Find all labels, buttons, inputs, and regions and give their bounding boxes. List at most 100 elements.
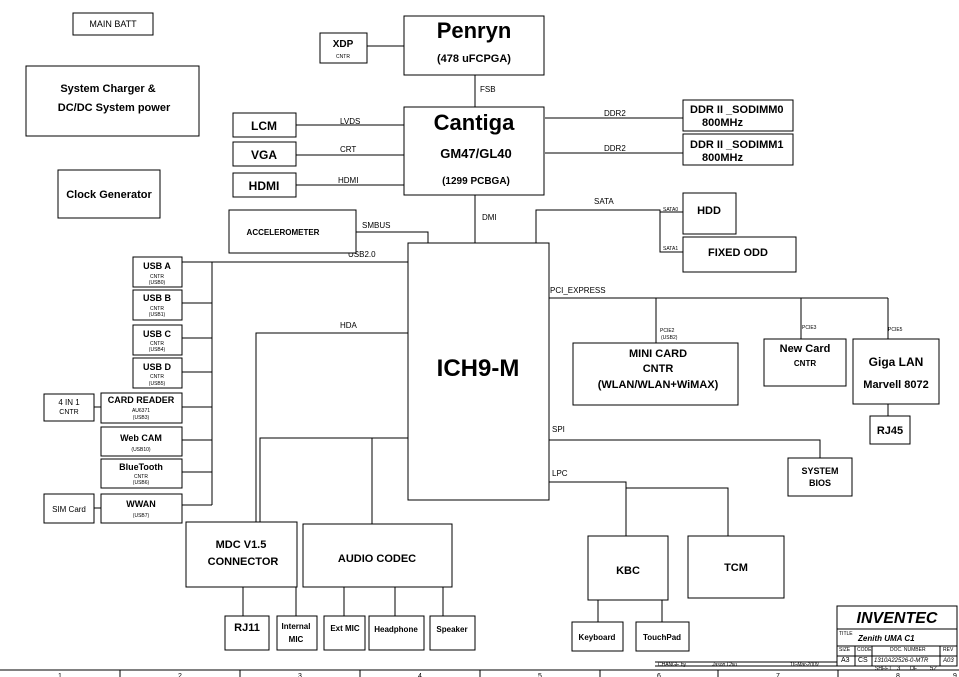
cpu-block: XDP CNTR Penryn (478 uFCPGA) [319, 15, 545, 76]
rj45-label: RJ45 [877, 425, 903, 437]
main-batt-label: MAIN BATT [89, 19, 137, 29]
diagram-label: CNTR [134, 474, 148, 480]
ich9m-box [407, 242, 550, 501]
system-bios-label-2: BIOS [809, 478, 831, 488]
sata0-label: SATA0 [663, 207, 678, 213]
clock-generator-box [57, 169, 161, 219]
ddr-sodimm1-label: DDR II _SODIMM1 [690, 139, 784, 151]
border-number: 1 [58, 673, 62, 677]
pcie3-label: PCIE3 [802, 325, 817, 331]
system-charger-label-1: System Charger & [60, 83, 155, 95]
dmi-label: DMI [482, 213, 497, 222]
rj11-box [224, 615, 270, 651]
keyboard-label: Keyboard [579, 633, 616, 642]
ext-mic-box [323, 615, 366, 651]
tcm-box [687, 535, 785, 599]
diagram-label: (USB10) [131, 447, 151, 453]
title-field-label: TITLE [839, 631, 853, 637]
usb-a-label: USB A [143, 261, 171, 271]
mdc-connector-box [185, 521, 298, 588]
4in1-label: 4 IN 1 [58, 398, 80, 407]
sim-card-label: SIM Card [52, 505, 86, 514]
4in1-cntr-label: CNTR [59, 409, 78, 416]
audio-codec-box [302, 523, 453, 588]
border-number: 5 [538, 673, 542, 677]
connection-lines [94, 45, 889, 622]
pci-express-label: PCI_EXPRESS [550, 286, 606, 295]
penryn-box [403, 15, 545, 76]
border-number: 6 [657, 673, 661, 677]
mdc-connector-label: CONNECTOR [208, 556, 279, 568]
xdp-box [319, 32, 368, 64]
vga-label: VGA [251, 148, 277, 162]
pcie2-sub-label: (USB2) [661, 335, 678, 341]
giga-lan-chip-label: Marvell 8072 [863, 379, 928, 391]
wwan-label: WWAN [126, 499, 156, 509]
system-bios-label-1: SYSTEM [801, 466, 838, 476]
tcm-label: TCM [724, 562, 748, 574]
ddr-sodimm0-box [682, 99, 794, 132]
kbc-label: KBC [616, 565, 640, 577]
headphone-label: Headphone [374, 625, 418, 634]
diagram-label: CNTR [150, 306, 164, 312]
system-charger-box [25, 65, 200, 137]
northbridge-block: Cantiga GM47/GL40 (1299 PCBGA) LCM VGA H… [232, 99, 794, 198]
southbridge-block: ACCELEROMETER HDD FIXED ODD ICH9-M [228, 192, 797, 501]
touchpad-box [635, 621, 690, 652]
date-value: 16-Mar-2009 [790, 662, 819, 668]
usb-b-label: USB B [143, 293, 172, 303]
usb-devices: USB A CNTR (USB0) USB B CNTR (USB1) USB … [43, 256, 183, 524]
mdc-label: MDC V1.5 [216, 539, 267, 551]
border-number: 7 [776, 673, 780, 677]
spi-lpc-devices: SYSTEM BIOS KBC TCM Keyboard TouchPad [571, 457, 853, 652]
usb-c-label: USB C [143, 329, 172, 339]
system-charger-label-2: DC/DC System power [58, 102, 171, 114]
diagram-label: SHEET [875, 666, 892, 672]
diagram-label: AU6371 [132, 408, 150, 414]
border-number: 2 [178, 673, 182, 677]
giga-lan-label: Giga LAN [869, 355, 924, 369]
rj45-box [869, 415, 911, 445]
card-reader-box [100, 392, 183, 424]
rev-value: A03 [942, 658, 954, 664]
hdd-label: HDD [697, 205, 721, 217]
giga-lan-box [852, 338, 940, 405]
speaker-box [429, 615, 476, 651]
ddr-sodimm1-speed: 800MHz [702, 152, 743, 164]
usb-a-box [132, 256, 183, 288]
code-value: CS [858, 657, 868, 664]
usb-d-box [132, 357, 183, 389]
diagram-label: CNTR [150, 341, 164, 347]
ich9m-label: ICH9-M [437, 355, 520, 382]
fsb-label: FSB [480, 85, 496, 94]
cantiga-package-label: (1299 PCBGA) [442, 176, 510, 187]
diagram-label: (USB1) [149, 312, 166, 318]
cantiga-box [403, 106, 545, 196]
diagram-label: CODE [857, 647, 872, 653]
system-bios-box [787, 457, 853, 497]
border-number: 8 [896, 673, 900, 677]
internal-mic-label-2: MIC [289, 635, 304, 644]
diagram-label: REV [943, 647, 954, 653]
diagram-label: CHANGE by [658, 662, 687, 668]
size-value: A3 [841, 657, 850, 664]
main-batt-box [72, 12, 154, 36]
audio-devices: MDC V1.5 CONNECTOR AUDIO CODEC RJ11 Inte… [185, 521, 476, 651]
doc-number-value: 1310A22526-0-MTR [874, 658, 929, 664]
of-value: 52 [930, 666, 937, 672]
ddr-sodimm0-label: DDR II _SODIMM0 [690, 104, 784, 116]
accelerometer-box [228, 209, 357, 254]
headphone-box [368, 615, 425, 651]
border-number: 9 [953, 673, 957, 677]
diagram-label: (USB4) [149, 347, 166, 353]
diagram-label: CNTR [150, 274, 164, 280]
hdmi-box [232, 172, 297, 198]
pcie-devices: MINI CARD CNTR (WLAN/WLAN+WiMAX) New Car… [572, 338, 940, 445]
card-reader-label: CARD READER [108, 395, 175, 405]
bluetooth-label: BlueTooth [119, 462, 163, 472]
internal-mic-label-1: Internal [282, 622, 311, 631]
cantiga-model-label: GM47/GL40 [440, 146, 512, 161]
company-name: INVENTEC [857, 610, 938, 627]
new-card-label: New Card [780, 343, 831, 355]
